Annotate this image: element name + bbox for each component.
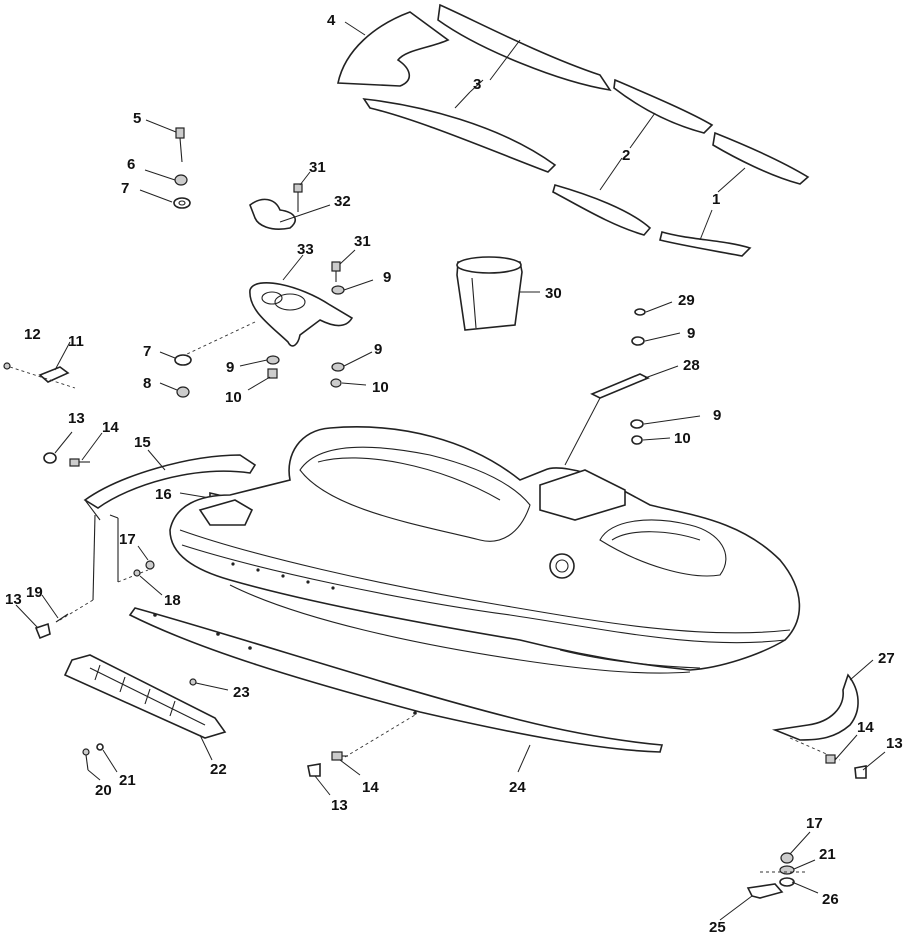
washer-21b (779, 865, 795, 875)
nut-8 (176, 386, 190, 398)
callout-17b: 17 (806, 815, 823, 832)
callout-3: 3 (473, 76, 481, 93)
callout-27: 27 (878, 650, 895, 667)
washer-9e (630, 419, 644, 429)
callout-31a: 31 (309, 159, 326, 176)
callout-21b: 21 (819, 846, 836, 863)
callout-14c: 14 (857, 719, 874, 736)
washer-7b (174, 354, 192, 366)
intake-grate-22 (63, 654, 227, 739)
mat-part-1 (659, 131, 810, 257)
callout-22: 22 (210, 761, 227, 778)
callout-15: 15 (134, 434, 151, 451)
callout-6: 6 (127, 156, 135, 173)
storage-bin-30 (456, 256, 523, 331)
nut-17b (780, 852, 794, 864)
bolt-5 (175, 127, 185, 163)
screw-31 (293, 183, 303, 212)
latch-plate-28 (590, 373, 650, 399)
bracket-25 (746, 883, 784, 899)
callout-8: 8 (143, 375, 151, 392)
callout-17a: 17 (119, 531, 136, 548)
washer-9d (631, 336, 645, 346)
callout-13b: 13 (5, 591, 22, 608)
rub-rail-24 (128, 607, 664, 753)
callout-14b: 14 (362, 779, 379, 796)
nut-6 (174, 174, 188, 186)
callout-7a: 7 (121, 180, 129, 197)
callout-33: 33 (297, 241, 314, 258)
callout-2: 2 (622, 147, 630, 164)
callout-11: 11 (68, 333, 84, 350)
plug-13b (34, 622, 51, 640)
rear-bumper-27 (771, 673, 859, 741)
callout-13a: 13 (68, 410, 85, 427)
mat-part-2 (552, 78, 714, 236)
nut-10b (330, 378, 342, 388)
callout-12: 12 (24, 326, 41, 343)
mat-part-3-rear (362, 3, 612, 173)
callout-19: 19 (26, 584, 43, 601)
washer-9a (331, 285, 345, 295)
callout-23: 23 (233, 684, 250, 701)
callout-21a: 21 (119, 772, 136, 789)
callout-9e: 9 (713, 407, 721, 424)
washer-9c (331, 362, 345, 372)
handle-bracket-33 (249, 282, 354, 347)
callout-10c: 10 (674, 430, 691, 447)
washer-18 (133, 569, 141, 577)
washer-26 (779, 877, 795, 887)
callout-13d: 13 (886, 735, 903, 752)
bracket-11 (38, 366, 70, 383)
callout-20: 20 (95, 782, 112, 799)
callout-32: 32 (334, 193, 351, 210)
mat-part-4 (337, 11, 450, 87)
callout-9a: 9 (383, 269, 391, 286)
callout-10a: 10 (225, 389, 242, 406)
nut-10a (267, 368, 278, 379)
callout-30: 30 (545, 285, 562, 302)
callout-4: 4 (327, 12, 336, 29)
callout-13c: 13 (331, 797, 348, 814)
washer-9b (266, 355, 280, 365)
rivet-14c (825, 754, 836, 764)
grab-handle-32 (249, 198, 296, 230)
rub-rail-15 (83, 454, 257, 509)
callout-9c: 9 (374, 341, 382, 358)
screw-20 (82, 748, 90, 771)
callout-10b: 10 (372, 379, 389, 396)
screw-19 (55, 613, 69, 623)
callout-labels: 1 2 3 4 5 6 7 31 32 33 31 9 30 29 9 28 9… (5, 12, 903, 934)
callout-9b: 9 (226, 359, 234, 376)
callout-16: 16 (155, 486, 172, 503)
plug-13d (854, 765, 867, 779)
callout-14a: 14 (102, 419, 119, 436)
screw-23 (189, 678, 206, 686)
callout-1: 1 (712, 191, 720, 208)
callout-31b: 31 (354, 233, 371, 250)
cap-29 (634, 308, 646, 316)
callout-5: 5 (133, 110, 141, 127)
plug-13c (307, 763, 321, 777)
nut-10c (631, 435, 643, 445)
callout-24: 24 (509, 779, 526, 796)
washer-21a (96, 743, 104, 751)
callout-29: 29 (678, 292, 695, 309)
callout-7b: 7 (143, 343, 151, 360)
nut-17a (145, 560, 155, 570)
screw-12 (3, 362, 11, 370)
callout-9d: 9 (687, 325, 695, 342)
callout-18: 18 (164, 592, 181, 609)
rivet-14b (331, 751, 348, 761)
callout-25: 25 (709, 919, 726, 934)
plug-13a (43, 452, 57, 464)
callout-26: 26 (822, 891, 839, 908)
rivet-14a (69, 458, 90, 467)
callout-28: 28 (683, 357, 700, 374)
screw-31b (331, 261, 341, 282)
hull (169, 426, 801, 674)
washer-7 (173, 197, 191, 209)
